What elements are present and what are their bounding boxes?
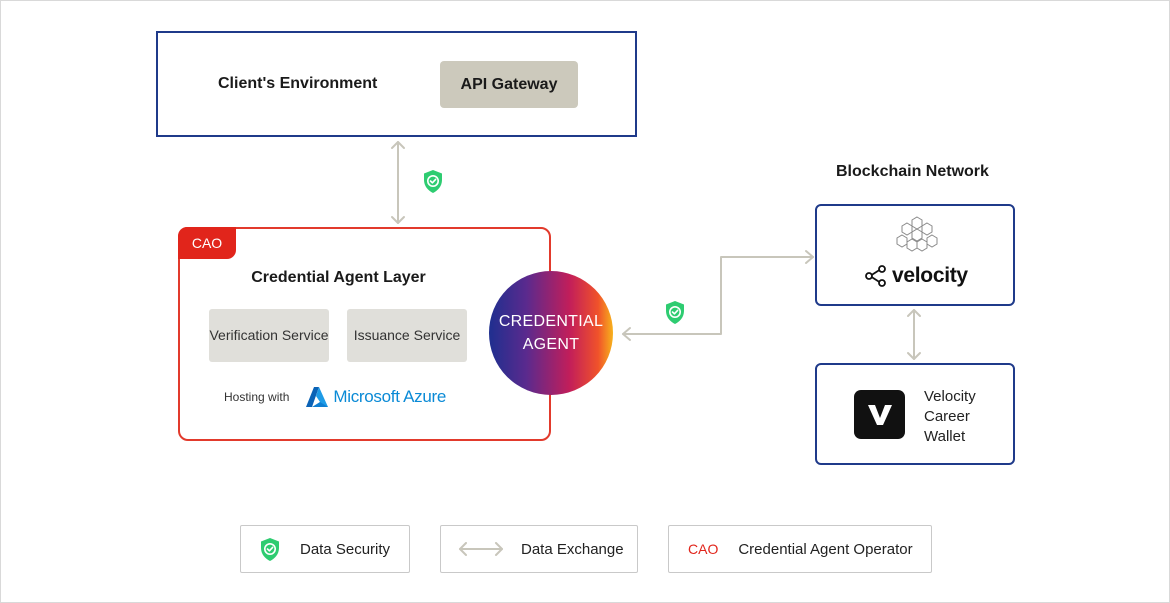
legend-cao-tag: CAO xyxy=(688,541,719,557)
hosting-label: Hosting with xyxy=(224,390,290,404)
velocity-logo: velocity xyxy=(864,264,968,288)
velocity-wallet-app-icon xyxy=(854,390,905,439)
credential-agent-circle: CREDENTIAL AGENT xyxy=(489,271,613,395)
share-icon xyxy=(865,265,886,287)
double-arrow-icon xyxy=(459,542,503,556)
v-logo-icon xyxy=(867,404,892,425)
velocity-logo-text: velocity xyxy=(892,264,968,287)
legend-data-security: Data Security xyxy=(240,525,410,573)
wallet-line: Velocity xyxy=(924,388,976,405)
arrow-agent-velocity xyxy=(622,256,814,335)
legend-security-label: Data Security xyxy=(300,540,391,558)
legend-cao: CAO Credential Agent Operator xyxy=(668,525,932,573)
api-gateway-box: API Gateway xyxy=(440,61,578,108)
blockchain-cubes-icon xyxy=(896,216,938,252)
credential-agent-layer-box: CAO Credential Agent Layer Verification … xyxy=(178,227,551,441)
shield-check-icon xyxy=(261,537,279,561)
client-environment-title: Client's Environment xyxy=(218,75,378,92)
shield-check-icon xyxy=(666,301,684,324)
blockchain-network-label: Blockchain Network xyxy=(836,163,989,180)
cao-tag: CAO xyxy=(178,227,236,259)
wallet-line: Career xyxy=(924,408,970,425)
credential-agent-layer-title: Credential Agent Layer xyxy=(251,269,426,286)
azure-logo-text: Microsoft Azure xyxy=(333,387,447,406)
velocity-career-wallet-box: Velocity Career Wallet xyxy=(815,363,1015,465)
issuance-service-box: Issuance Service xyxy=(347,309,467,362)
credential-agent-line1: CREDENTIAL xyxy=(498,313,604,330)
legend-data-exchange: Data Exchange xyxy=(440,525,638,573)
hosting-row: Hosting with Microsoft Azure xyxy=(224,386,446,408)
shield-check-icon xyxy=(424,170,442,193)
azure-icon xyxy=(306,387,329,407)
credential-agent-line2: AGENT xyxy=(522,336,580,353)
legend-exchange-label: Data Exchange xyxy=(521,540,624,558)
legend-cao-label: Credential Agent Operator xyxy=(738,540,913,558)
velocity-career-wallet-label: Velocity Career Wallet xyxy=(924,387,976,447)
wallet-line: Wallet xyxy=(924,428,966,445)
verification-service-box: Verification Service xyxy=(209,309,329,362)
velocity-network-box: velocity xyxy=(815,204,1015,306)
microsoft-azure-logo: Microsoft Azure xyxy=(305,386,446,408)
client-environment-box: Client's Environment API Gateway xyxy=(156,31,637,137)
